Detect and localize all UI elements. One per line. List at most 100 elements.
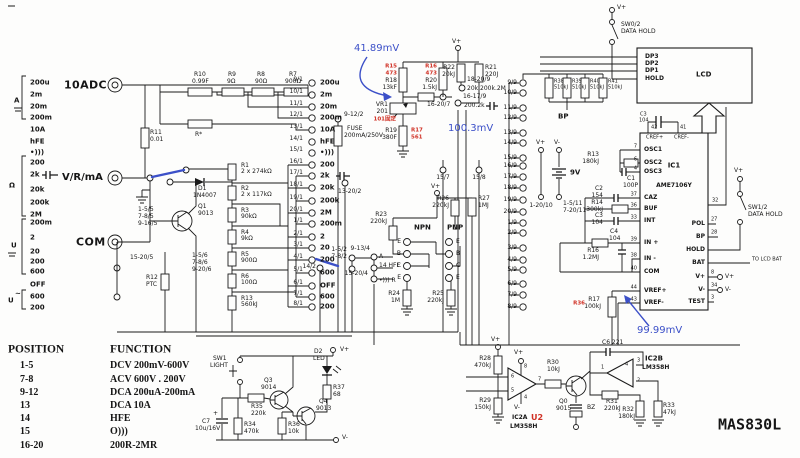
resistor-r36-backlight xyxy=(277,417,287,435)
bp_resistors-label-7: 510kJ xyxy=(608,84,622,91)
jacks-label-1: V/R/mA xyxy=(62,172,103,183)
buzzer-label-28: 220kJ xyxy=(604,405,621,412)
lcd-label-6: 104 xyxy=(639,117,649,124)
top_network-label-0: R10 xyxy=(194,71,206,78)
hfe-label-27: •))) R xyxy=(379,277,396,284)
buzzer-label-25: IC2B xyxy=(645,354,663,363)
buzzer-label-12: IC2A xyxy=(512,414,528,421)
wafer1-label-11: hFE xyxy=(320,137,335,146)
buzzer-label-16: 10kJ xyxy=(547,366,560,373)
backlight-label-0: SW1 xyxy=(213,355,227,362)
ic1-label-22: 38 xyxy=(630,252,637,259)
buzzer-label-19: BZ xyxy=(587,404,596,411)
wafer1-label-15: 200 xyxy=(320,160,335,169)
vr1_block-label-6: R20 xyxy=(425,77,437,84)
bp_resistors-label-4: R40 xyxy=(590,78,600,85)
ic1-label-0: CREF+ xyxy=(646,134,664,141)
trimmer-vr1 xyxy=(389,102,417,115)
annotations-label-1: 100.3mV xyxy=(448,123,494,134)
trimmer-arrowhead xyxy=(403,103,408,108)
top_network-label-12: FUSE xyxy=(347,125,363,132)
vr1_block-label-10: 101固定 xyxy=(373,116,396,123)
sidebar-label-21: Ω xyxy=(9,181,15,190)
left_mid-label-3: 9013 xyxy=(198,210,214,217)
wafer1-label-38: 8/1 xyxy=(293,300,303,307)
buzzer-label-11: V- xyxy=(514,404,520,411)
battery-label-5: 7-20/11 xyxy=(563,207,587,214)
led-d2 xyxy=(322,366,332,374)
sidebar-label-13: 2 xyxy=(30,233,35,242)
wafer1-label-17: 2k xyxy=(320,171,330,180)
buzzer-label-7: 6 xyxy=(511,373,515,380)
sidebar-label-18: 600 xyxy=(30,292,45,301)
sidebar-label-5: hFE xyxy=(30,137,45,146)
ic1-label-10: IN + xyxy=(644,239,659,246)
resistor-r20 xyxy=(438,67,448,91)
buzzer-label-13: U2 xyxy=(531,413,544,422)
hfe-label-11: C xyxy=(396,262,401,269)
wafer2-label-8: 17/9 xyxy=(503,173,517,180)
sidebar-label-8: 2k xyxy=(30,170,40,179)
ic1-label-39: V+ xyxy=(725,273,735,280)
top_network-label-2: R9 xyxy=(228,71,236,78)
table-row-function: 200R-2MR xyxy=(110,440,158,451)
hfe-label-16: E xyxy=(456,274,460,281)
sidebar-label-3: 200m xyxy=(30,113,52,122)
ic1_parts-label-2: C1 xyxy=(627,175,636,182)
hfe-label-30: 15/8 xyxy=(472,174,486,181)
wafer2-label-7: 16/9 xyxy=(503,162,517,169)
hfe-label-14: B xyxy=(456,250,461,257)
ic1-label-28: HOLD xyxy=(686,246,705,253)
resistor-r32 xyxy=(635,400,645,418)
hfe-label-8: PNP xyxy=(447,223,464,232)
top_network-label-3: 9Ω xyxy=(227,78,236,85)
lcd-label-4: LCD xyxy=(696,70,712,79)
buzzer-label-22: 3 xyxy=(637,357,641,364)
wafer1-label-23: 2M xyxy=(320,208,332,217)
battery-label-1: V- xyxy=(554,139,560,146)
resistor-r39 xyxy=(562,77,572,99)
buzzer-label-30: 180kJ xyxy=(618,413,635,420)
wafer1-label-0: 9/1 xyxy=(293,76,303,83)
buzzer-label-14: LM358H xyxy=(510,423,538,430)
hfe-label-17: R24 xyxy=(388,290,400,297)
lcd-label-2: DP1 xyxy=(645,67,659,74)
sidebar-label-23: U xyxy=(8,296,14,305)
wafer2-label-3: 12/9 xyxy=(503,114,517,121)
divider-label-5: 90kΩ xyxy=(241,213,257,220)
sidebar-label-10: 200k xyxy=(30,198,50,207)
ic1-label-17: 4 xyxy=(633,165,637,172)
buzzer-label-21: 1 xyxy=(601,364,605,371)
buzzer-label-26: LM358H xyxy=(642,364,670,371)
ic1-label-2: IC1 xyxy=(667,161,681,170)
buzzer-label-27: R31 xyxy=(606,398,618,405)
buzzer-label-17: Q0 xyxy=(559,398,568,405)
top_network-label-4: R8 xyxy=(257,71,265,78)
table-row-position: 13 xyxy=(20,400,30,411)
annotations-label-2: 99.99mV xyxy=(637,325,683,336)
resistor-r13-osc xyxy=(623,158,639,168)
bp_resistors-label-8: BP xyxy=(558,112,569,121)
ic1-label-41: TO LCD BAT xyxy=(752,256,782,263)
top_network-label-14: 13-20/2 xyxy=(338,188,362,195)
wafer1-label-37: 600 xyxy=(320,292,335,301)
wafer1-label-14: 16/1 xyxy=(289,158,303,165)
left_mid-label-0: D1 xyxy=(198,185,207,192)
wafer1-label-10: 14/1 xyxy=(289,135,303,142)
divider-label-8: R5 xyxy=(241,251,249,258)
data_hold_top-label-1: SW0/2 xyxy=(621,21,641,28)
wafer1-label-9: 10A xyxy=(320,125,336,134)
buzzer-label-29: R32 xyxy=(622,406,634,413)
lcd-label-5: C3 xyxy=(640,111,647,118)
wafer1-label-7: 200m xyxy=(320,113,342,122)
resistor-r11 xyxy=(140,127,150,149)
backlight-label-18: R36 xyxy=(288,421,300,428)
backlight-label-14: 10u/16V xyxy=(195,425,221,432)
wafer1-label-20: 19/1 xyxy=(289,194,303,201)
ic1-label-35: 28 xyxy=(711,229,718,236)
buzzer-label-15: R30 xyxy=(547,359,559,366)
ic1-label-20: 33 xyxy=(630,214,637,221)
ic1-label-15: 7 xyxy=(633,143,637,150)
resistor-r37 xyxy=(322,384,332,400)
divider-label-1: 2 x 274kΩ xyxy=(241,168,272,175)
